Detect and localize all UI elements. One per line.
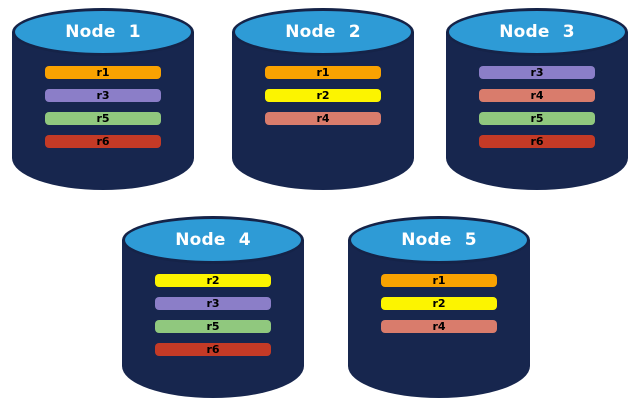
db-node-4: Node 4 r2 r3 r5 r6 xyxy=(122,216,304,398)
replica-bar: r2 xyxy=(155,274,271,287)
replica-bar: r1 xyxy=(45,66,161,79)
cylinder-body xyxy=(348,240,530,398)
cylinder-body xyxy=(12,32,194,190)
replica-list: r1 r2 r4 xyxy=(381,274,497,333)
cylinder-top-ellipse: Node 1 xyxy=(12,8,194,56)
replica-bar: r1 xyxy=(381,274,497,287)
replica-bar: r6 xyxy=(155,343,271,356)
replica-bar: r3 xyxy=(479,66,595,79)
replica-bar: r4 xyxy=(479,89,595,102)
cylinder-top-ellipse: Node 4 xyxy=(122,216,304,264)
node-title: Node 3 xyxy=(499,22,575,42)
cylinder-body xyxy=(446,32,628,190)
replica-bar: r3 xyxy=(45,89,161,102)
node-title: Node 4 xyxy=(175,230,251,250)
replica-bar: r3 xyxy=(155,297,271,310)
db-node-5: Node 5 r1 r2 r4 xyxy=(348,216,530,398)
replica-list: r1 r3 r5 r6 xyxy=(45,66,161,148)
replica-bar: r2 xyxy=(381,297,497,310)
node-title: Node 1 xyxy=(65,22,141,42)
replica-bar: r6 xyxy=(479,135,595,148)
replica-bar: r5 xyxy=(155,320,271,333)
cylinder-top-ellipse: Node 2 xyxy=(232,8,414,56)
node-title: Node 2 xyxy=(285,22,361,42)
replica-bar: r5 xyxy=(45,112,161,125)
node-title: Node 5 xyxy=(401,230,477,250)
replica-bar: r5 xyxy=(479,112,595,125)
replica-list: r1 r2 r4 xyxy=(265,66,381,125)
replica-bar: r1 xyxy=(265,66,381,79)
cylinder-top-ellipse: Node 3 xyxy=(446,8,628,56)
cylinder-body xyxy=(122,240,304,398)
replica-list: r3 r4 r5 r6 xyxy=(479,66,595,148)
replica-bar: r2 xyxy=(265,89,381,102)
replica-bar: r6 xyxy=(45,135,161,148)
replica-bar: r4 xyxy=(265,112,381,125)
replica-bar: r4 xyxy=(381,320,497,333)
cylinder-body xyxy=(232,32,414,190)
db-node-2: Node 2 r1 r2 r4 xyxy=(232,8,414,190)
db-node-1: Node 1 r1 r3 r5 r6 xyxy=(12,8,194,190)
db-node-3: Node 3 r3 r4 r5 r6 xyxy=(446,8,628,190)
replica-list: r2 r3 r5 r6 xyxy=(155,274,271,356)
cylinder-top-ellipse: Node 5 xyxy=(348,216,530,264)
